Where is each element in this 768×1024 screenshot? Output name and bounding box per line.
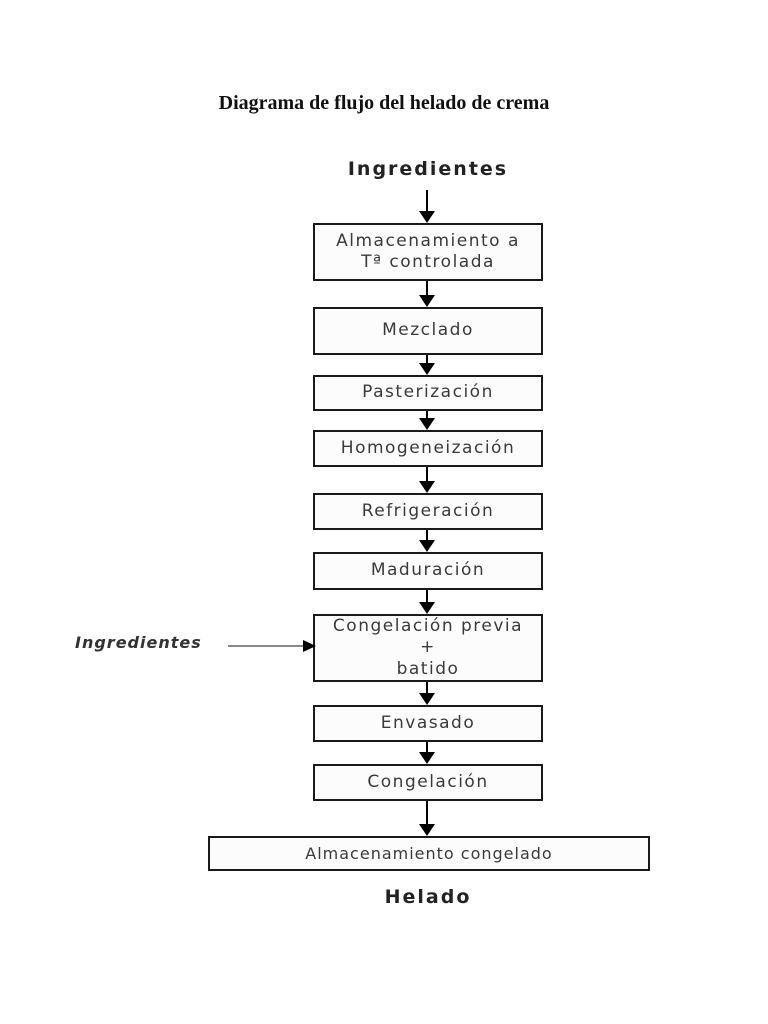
step-box-envasado: Envasado [313,705,543,742]
page-title: Diagrama de flujo del helado de crema [218,92,550,114]
step-box-maduracion: Maduración [313,552,543,590]
step-box-refrigeracion: Refrigeración [313,493,543,530]
arrow-down-icon [419,742,435,764]
arrow-down-icon [419,190,435,223]
arrow-down-icon [419,682,435,705]
step-box-almacenamiento-congelado: Almacenamiento congelado [208,836,650,871]
arrow-down-icon [419,590,435,614]
arrow-down-icon [419,355,435,375]
arrow-down-icon [419,281,435,307]
side-input-label-ingredientes: Ingredientes [75,633,202,652]
step-box-homogeneizacion: Homogeneización [313,430,543,467]
arrow-down-icon [419,801,435,836]
step-box-congelacion: Congelación [313,764,543,801]
arrow-down-icon [419,411,435,430]
step-box-pasterizacion: Pasterización [313,375,543,411]
arrow-down-icon [419,467,435,493]
arrow-down-icon [419,530,435,552]
end-label-helado: Helado [384,886,472,908]
side-arrow-line [228,645,304,647]
step-box-mezclado: Mezclado [313,307,543,355]
step-box-congelacion-previa-batido: Congelación previa + batido [313,614,543,682]
arrow-right-icon [303,640,316,652]
start-label-ingredientes: Ingredientes [347,158,509,180]
step-box-almacenamiento-temperatura: Almacenamiento a Tª controlada [313,223,543,281]
